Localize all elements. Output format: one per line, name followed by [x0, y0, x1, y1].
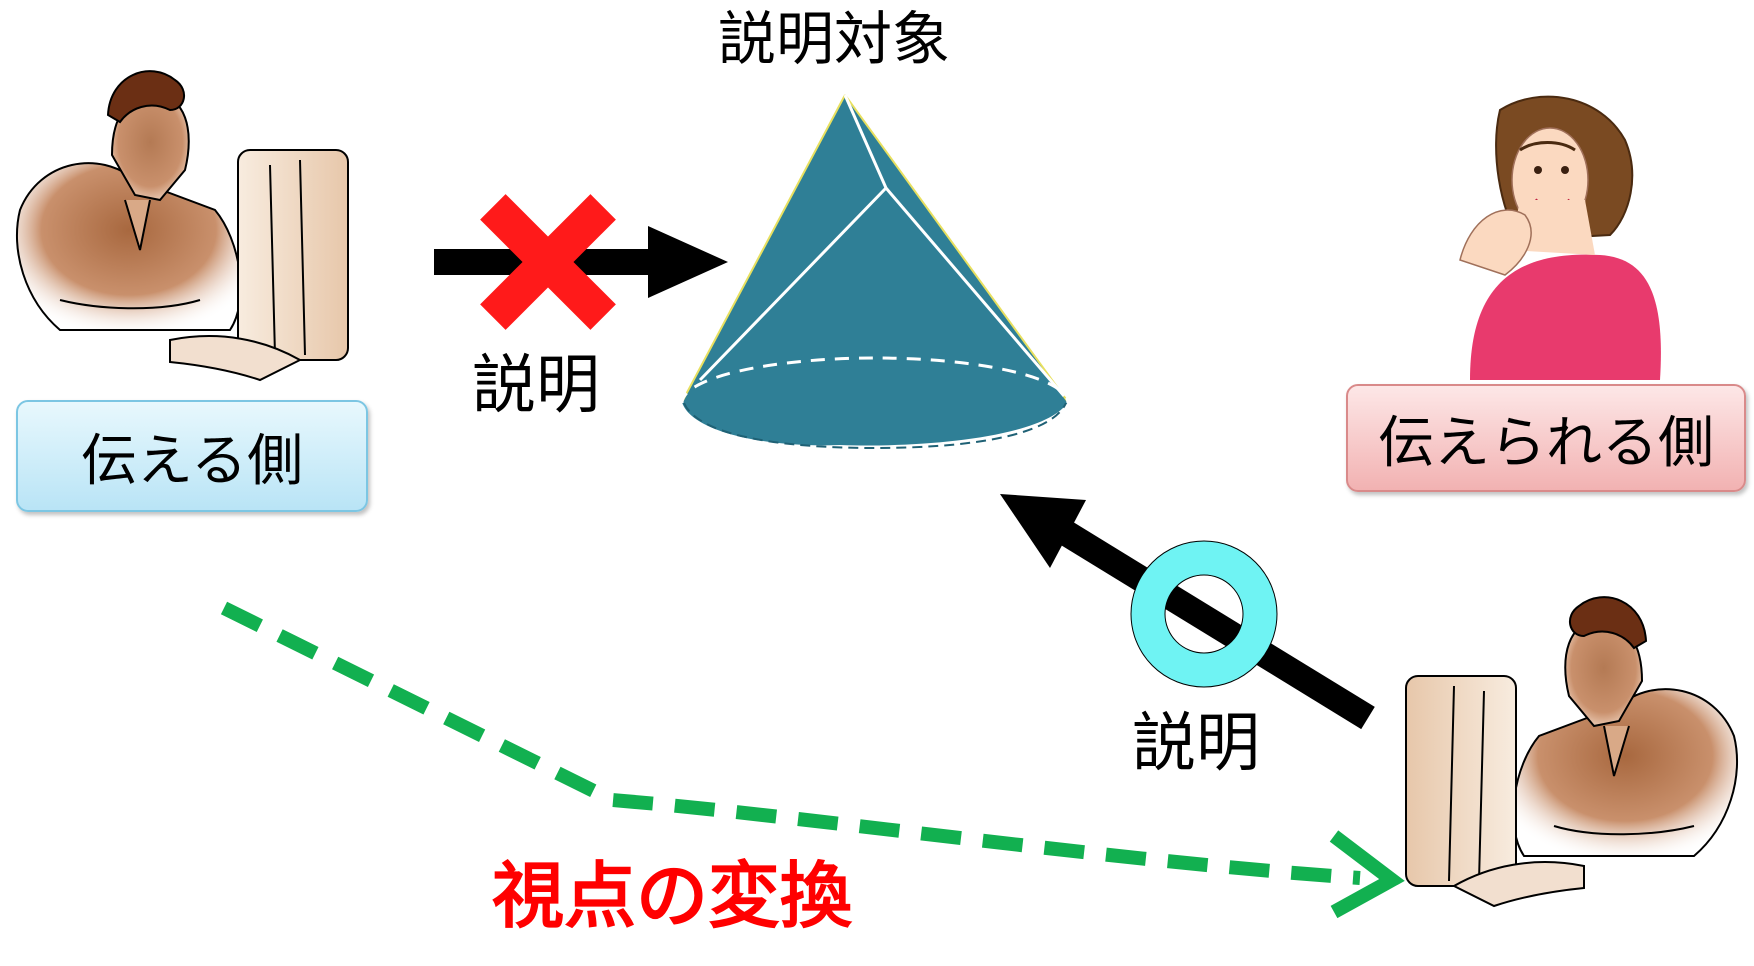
cross-mark-icon	[480, 194, 616, 330]
explanation-label-allowed: 説明	[1132, 707, 1260, 781]
receiver-woman-icon	[1459, 95, 1661, 380]
explanation-label-blocked: 説明	[472, 349, 600, 423]
sender-label-box: 伝える側	[16, 400, 368, 512]
receiver-label-box: 伝えられる側	[1346, 384, 1746, 492]
sender-moved-person-icon	[1405, 596, 1738, 908]
circle-mark-icon	[1130, 540, 1278, 688]
allowed-explanation-arrow	[1000, 494, 1375, 730]
viewpoint-shift-path	[220, 601, 1405, 919]
explanation-object-title: 説明対象	[718, 5, 951, 73]
viewpoint-shift-label: 視点の変換	[492, 854, 853, 938]
receiver-label: 伝えられる側	[1378, 410, 1714, 476]
sender-person-icon	[16, 70, 349, 382]
cone-object-icon	[682, 94, 1068, 448]
sender-label: 伝える側	[80, 428, 304, 494]
